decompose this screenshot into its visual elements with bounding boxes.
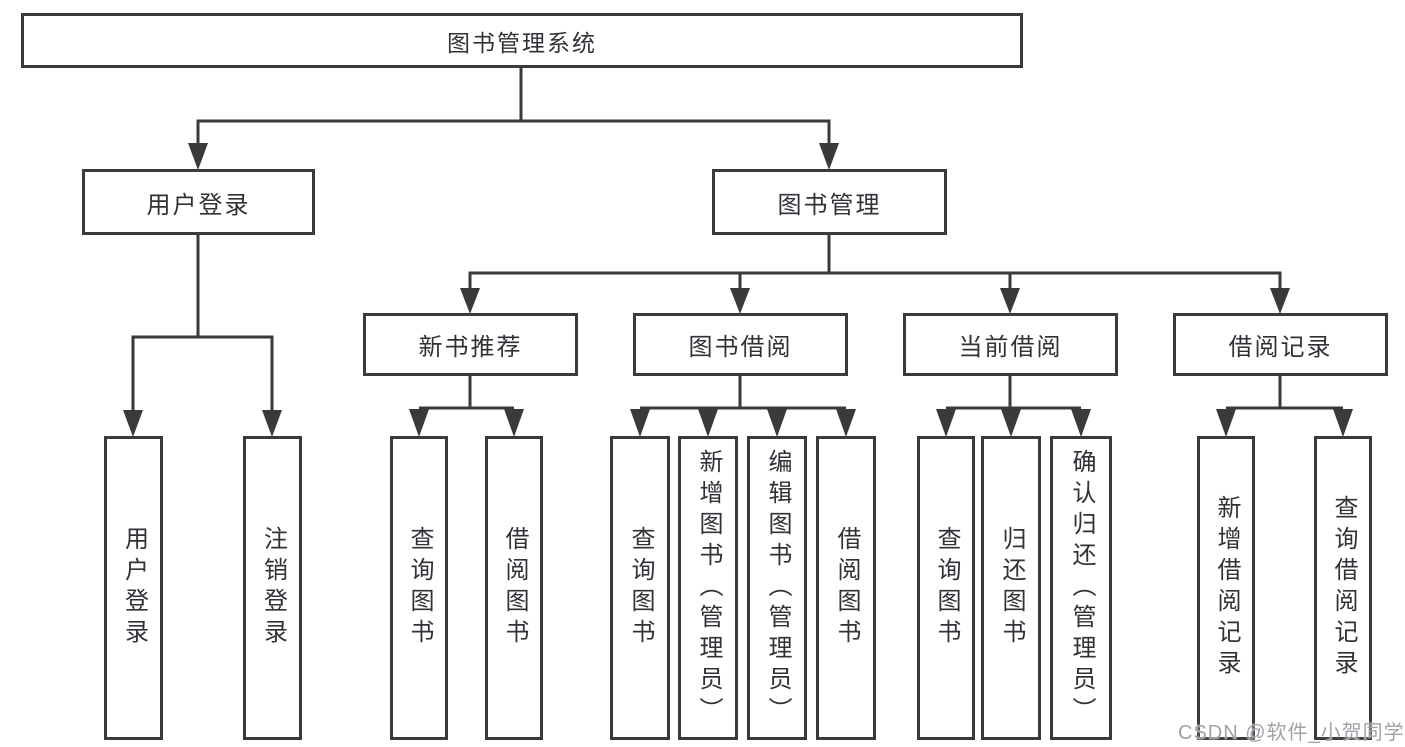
watermark: CSDN @软件_小贺同学: [1178, 722, 1405, 744]
arrowhead: [1000, 288, 1020, 314]
leaf-label: 查询图书: [627, 526, 654, 650]
arrowhead: [836, 409, 856, 437]
node-new-book-recommend: 新书推荐: [363, 313, 578, 376]
node-book-management: 图书管理: [712, 169, 947, 235]
node-root: 图书管理系统: [21, 13, 1023, 68]
arrowhead: [767, 409, 787, 437]
leaf-query-books-2: 查询图书: [610, 436, 670, 740]
leaf-confirm-return-admin: 确认归还（管理员）: [1050, 436, 1112, 740]
leaf-add-borrow-record: 新增借阅记录: [1197, 436, 1255, 740]
arrowhead: [1270, 288, 1290, 314]
arrowhead: [1333, 409, 1353, 437]
arrowhead: [188, 143, 208, 170]
node-borrow-records: 借阅记录: [1173, 313, 1388, 376]
leaf-query-books-3: 查询图书: [917, 436, 975, 740]
arrowhead: [123, 410, 143, 437]
leaf-edit-books-admin: 编辑图书（管理员）: [747, 436, 807, 740]
connector-book-mgmt-rail: [468, 271, 1282, 288]
node-user-login: 用户登录: [82, 169, 315, 235]
leaf-label: 用户登录: [120, 526, 148, 650]
arrowhead: [730, 288, 750, 314]
arrowhead: [819, 143, 839, 170]
leaf-label: 新增借阅记录: [1213, 495, 1240, 681]
arrowhead: [936, 409, 956, 437]
leaf-query-borrow-record: 查询借阅记录: [1314, 436, 1372, 740]
leaf-label: 借阅图书: [501, 526, 528, 650]
leaf-label: 注销登录: [259, 526, 287, 650]
leaf-label: 确认归还（管理员）: [1068, 448, 1095, 728]
leaf-label: 新增图书（管理员）: [695, 448, 722, 728]
arrowhead: [262, 410, 282, 437]
arrowhead: [698, 409, 718, 437]
arrowhead: [460, 288, 480, 314]
arrowhead: [1071, 409, 1091, 437]
arrowhead: [409, 409, 429, 437]
leaf-add-books-admin: 新增图书（管理员）: [678, 436, 738, 740]
arrowhead: [504, 409, 524, 437]
leaf-label: 借阅图书: [833, 526, 860, 650]
leaf-borrow-books: 借阅图书: [485, 436, 543, 740]
arrowhead: [1001, 409, 1021, 437]
leaf-query-books: 查询图书: [390, 436, 448, 740]
connector-root-rail: [196, 119, 831, 143]
leaf-label: 查询图书: [933, 526, 960, 650]
node-book-borrow: 图书借阅: [633, 313, 848, 376]
arrowhead: [1216, 409, 1236, 437]
node-current-borrow: 当前借阅: [903, 313, 1118, 376]
leaf-logout: 注销登录: [243, 436, 302, 740]
leaf-user-login: 用户登录: [104, 436, 163, 740]
leaf-label: 查询图书: [406, 526, 433, 650]
arrowhead: [630, 409, 650, 437]
leaf-borrow-books-2: 借阅图书: [816, 436, 876, 740]
leaf-return-books: 归还图书: [981, 436, 1041, 740]
leaf-label: 查询借阅记录: [1330, 495, 1357, 681]
connector-user-login-rail: [131, 335, 274, 410]
leaf-label: 编辑图书（管理员）: [764, 448, 791, 728]
leaf-label: 归还图书: [998, 526, 1025, 650]
